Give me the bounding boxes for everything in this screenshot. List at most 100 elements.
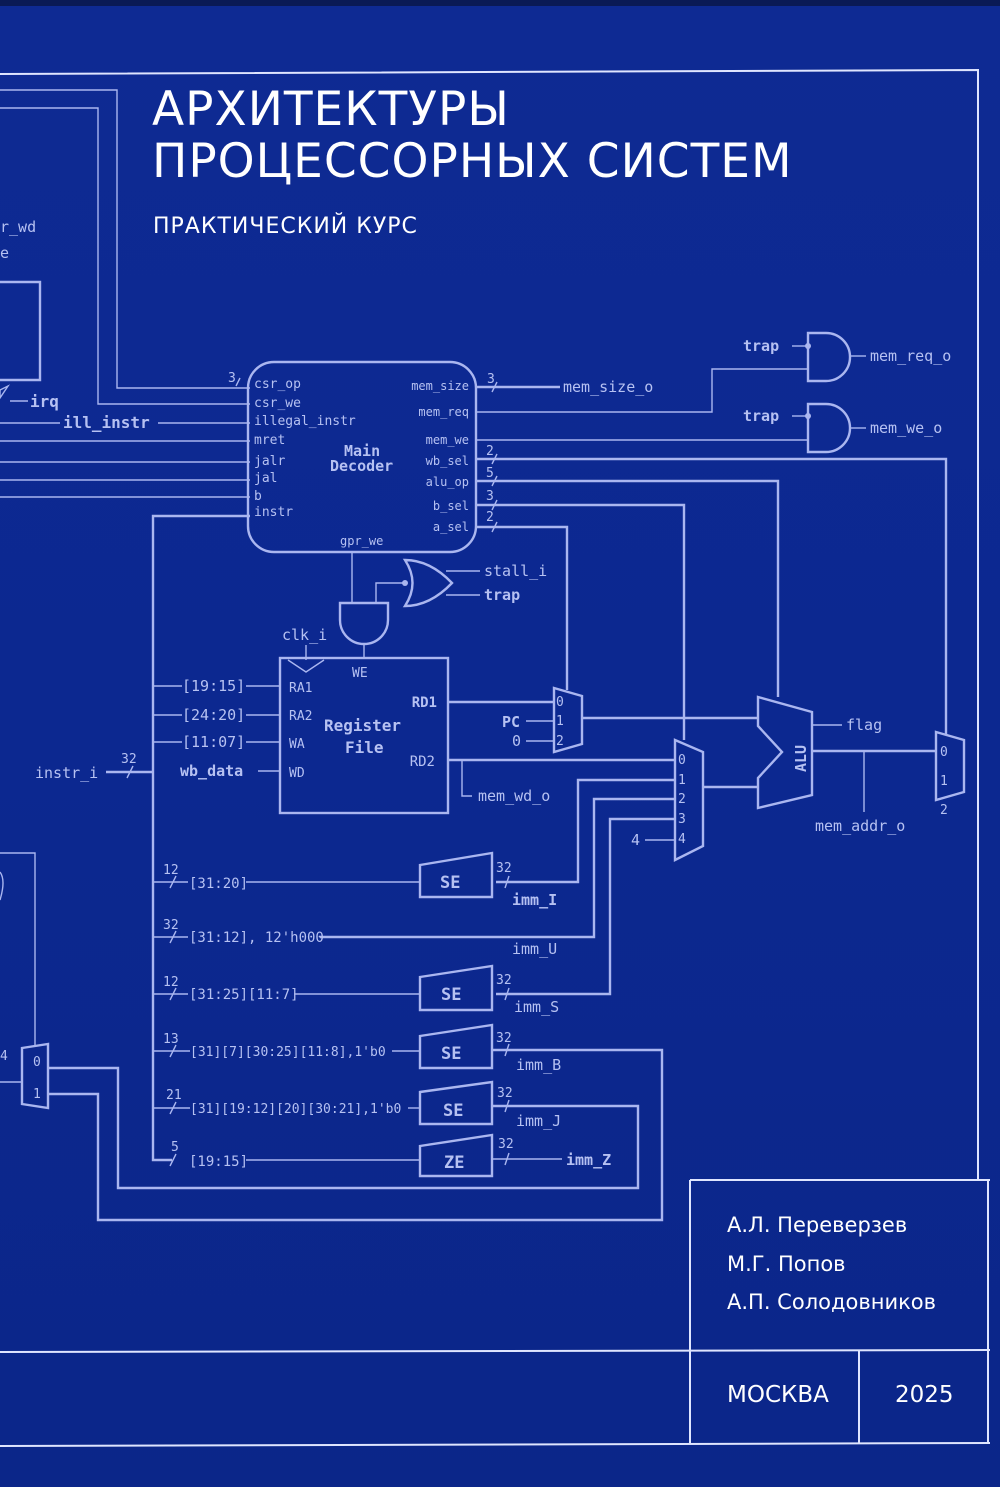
mux-b-in3: 3 bbox=[678, 812, 686, 827]
imm-z-generator: 5 [19:15] ZE 32 imm_Z bbox=[169, 1133, 611, 1178]
mux-left-input-fragment: 4 bbox=[0, 1049, 8, 1064]
decoder-out-wb-sel: wb_sel bbox=[426, 454, 469, 468]
irq-label: irq bbox=[30, 392, 59, 411]
field-19-15: [19:15] bbox=[182, 677, 245, 695]
imm-z-width-in: 5 bbox=[171, 1140, 179, 1155]
imm-b-generator: 13 [31][7][30:25][11:8],1'b0 SE 32 imm_B bbox=[48, 1023, 664, 1222]
trap-label-mid: trap bbox=[743, 407, 779, 425]
ra2-port: RA2 bbox=[289, 709, 312, 724]
imm-z-width-out: 32 bbox=[498, 1137, 514, 1152]
rd2-port: RD2 bbox=[410, 754, 435, 770]
main-decoder: Main Decoder csr_op csr_we illegal_instr… bbox=[228, 360, 495, 554]
imm-s-name: imm_S bbox=[514, 998, 559, 1016]
mux-wb-in0: 0 bbox=[940, 745, 948, 760]
clk-i-label: clk_i bbox=[282, 626, 327, 644]
imm-i-name: imm_I bbox=[512, 891, 557, 909]
imm-b-name: imm_B bbox=[516, 1056, 561, 1074]
width-alu-op: 5 bbox=[486, 466, 494, 481]
mux-wb-in2: 2 bbox=[940, 803, 948, 818]
const-4-label: 4 bbox=[631, 831, 640, 849]
decoder-out-b-sel: b_sel bbox=[433, 499, 469, 513]
author-2: М.Г. Попов bbox=[727, 1252, 846, 1276]
mux-left-in1: 1 bbox=[33, 1087, 41, 1102]
decoder-in-jal: jal bbox=[254, 471, 277, 486]
we-fragment: e bbox=[0, 244, 9, 262]
imm-j-generator: 21 [31][19:12][20][30:21],1'b0 SE 32 imm… bbox=[48, 1066, 640, 1190]
alu-label: ALU bbox=[792, 745, 810, 772]
imm-u-generator: 32 [31:12], 12'h000 imm_U bbox=[153, 918, 557, 958]
field-24-20: [24:20] bbox=[182, 706, 245, 724]
imm-j-name: imm_J bbox=[516, 1112, 561, 1130]
author-3: А.П. Солодовников bbox=[727, 1290, 936, 1314]
imm-j-ext: SE bbox=[443, 1101, 463, 1121]
decoder-out-a-sel: a_sel bbox=[433, 520, 469, 534]
trap-or-label: trap bbox=[484, 586, 520, 604]
wd-port: WD bbox=[289, 766, 305, 781]
mux-a: mem_wd_o 0 1 2 PC 0 bbox=[448, 686, 758, 805]
write-enable-logic: stall_i trap bbox=[338, 552, 547, 658]
csr-wd-fragment: r_wd bbox=[0, 218, 36, 236]
ill-instr-label: ill_instr bbox=[63, 413, 150, 432]
decoder-in-instr: instr bbox=[254, 505, 293, 520]
decoder-in-jalr: jalr bbox=[254, 454, 285, 469]
cover-frame bbox=[0, 68, 991, 1447]
decoder-output-wires: mem_size_o bbox=[476, 368, 948, 740]
width-a-sel: 2 bbox=[486, 510, 494, 525]
imm-b-field: [31][7][30:25][11:8],1'b0 bbox=[190, 1045, 386, 1060]
zero-label: 0 bbox=[512, 732, 521, 750]
imm-j-width-in: 21 bbox=[166, 1088, 182, 1103]
book-subtitle: ПРАКТИЧЕСКИЙ КУРС bbox=[153, 214, 418, 239]
decoder-gpr-we: gpr_we bbox=[340, 534, 383, 548]
decoder-out-alu-op: alu_op bbox=[426, 475, 469, 489]
book-title-line-1: АРХИТЕКТУРЫ bbox=[152, 82, 510, 137]
imm-i-width-out: 32 bbox=[496, 861, 512, 876]
imm-s-width-in: 12 bbox=[163, 975, 179, 990]
mux-wb: 0 1 2 bbox=[934, 730, 966, 818]
width-csr-op: 3 bbox=[228, 371, 236, 386]
left-partial-block: r_wd e irq ill_instr bbox=[0, 89, 250, 498]
decoder-in-csr-we: csr_we bbox=[254, 396, 301, 411]
width-mem-size: 3 bbox=[487, 372, 495, 387]
imm-z-ext: ZE bbox=[444, 1153, 464, 1173]
imm-u-width-in: 32 bbox=[163, 918, 179, 933]
imm-i-width-in: 12 bbox=[163, 863, 179, 878]
imm-b-width-out: 32 bbox=[496, 1031, 512, 1046]
rd1-port: RD1 bbox=[412, 695, 437, 711]
instr-i-label: instr_i bbox=[35, 764, 98, 782]
width-wb-sel: 2 bbox=[486, 444, 494, 459]
mem-we-and-gate: trap mem_we_o bbox=[743, 402, 942, 454]
decoder-in-csr-op: csr_op bbox=[254, 377, 301, 392]
cover-top-edge bbox=[0, 0, 1000, 6]
mux-a-in1: 1 bbox=[556, 714, 564, 729]
imm-u-field: [31:12], 12'h000 bbox=[189, 930, 324, 946]
mem-req-o-label: mem_req_o bbox=[870, 347, 951, 365]
imm-i-field: [31:20] bbox=[189, 876, 248, 892]
rf-title-1: Register bbox=[324, 716, 401, 735]
wa-port: WA bbox=[289, 737, 305, 752]
mux-b-in1: 1 bbox=[678, 773, 686, 788]
decoder-in-illegal-instr: illegal_instr bbox=[254, 414, 356, 429]
book-title-line-2: ПРОЦЕССОРНЫХ СИСТЕМ bbox=[152, 134, 793, 189]
imm-b-width-in: 13 bbox=[163, 1032, 179, 1047]
flag-label: flag bbox=[846, 716, 882, 734]
width-b-sel: 3 bbox=[486, 489, 494, 504]
publication-year: 2025 bbox=[895, 1382, 954, 1408]
decoder-title-1: Main bbox=[344, 442, 380, 460]
rf-title-2: File bbox=[345, 738, 384, 757]
imm-j-width-out: 32 bbox=[497, 1086, 513, 1101]
ra1-port: RA1 bbox=[289, 681, 312, 696]
mux-a-in0: 0 bbox=[556, 695, 564, 710]
trap-label-top: trap bbox=[743, 337, 779, 355]
instr-width: 32 bbox=[121, 752, 137, 767]
imm-i-generator: 12 [31:20] SE 32 imm_I bbox=[153, 851, 557, 909]
imm-u-name: imm_U bbox=[512, 940, 557, 958]
wb-data-label: wb_data bbox=[180, 762, 243, 780]
field-11-07: [11:07] bbox=[182, 733, 245, 751]
imm-s-generator: 12 [31:25][11:7] SE 32 imm_S bbox=[153, 964, 559, 1016]
mem-addr-o-label: mem_addr_o bbox=[815, 817, 905, 835]
author-1: А.Л. Переверзев bbox=[727, 1213, 908, 1237]
mux-left-in0: 0 bbox=[33, 1055, 41, 1070]
decoder-out-mem-size: mem_size bbox=[411, 379, 469, 393]
alu: ALU flag mem_addr_o bbox=[756, 695, 936, 835]
